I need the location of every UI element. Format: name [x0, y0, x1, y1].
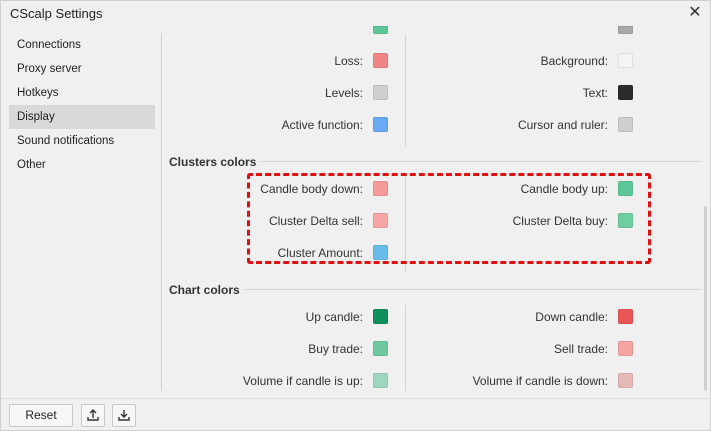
clusters-colors-heading: Clusters colors	[169, 155, 257, 169]
loss-label: Loss:	[334, 54, 363, 68]
close-icon[interactable]: ✕	[688, 4, 702, 21]
volume-if-candle-up-color-swatch[interactable]	[373, 373, 388, 388]
text-color-swatch[interactable]	[618, 85, 633, 100]
clusters-column-divider	[405, 173, 406, 273]
upload-icon	[87, 409, 99, 421]
buy-trade-label: Buy trade:	[308, 342, 363, 356]
background-color-swatch[interactable]	[618, 53, 633, 68]
cluster-delta-sell-color-swatch[interactable]	[373, 213, 388, 228]
cluster-amount-color-swatch[interactable]	[373, 245, 388, 260]
sidebar-item-display[interactable]: Display	[9, 105, 155, 129]
candle-body-down-color-swatch[interactable]	[373, 181, 388, 196]
cluster-amount-label: Cluster Amount:	[277, 246, 363, 260]
candle-body-up-color-swatch[interactable]	[618, 181, 633, 196]
active-function-color-swatch[interactable]	[373, 117, 388, 132]
volume-if-candle-up-label: Volume if candle is up:	[242, 374, 363, 388]
window-title: CScalp Settings	[10, 6, 103, 21]
candle-body-up-label: Candle body up:	[520, 182, 608, 196]
levels-label: Levels:	[324, 86, 363, 100]
sidebar-item-proxy-server[interactable]: Proxy server	[17, 63, 82, 75]
text-label: Text:	[582, 86, 608, 100]
content-scrollbar[interactable]	[704, 206, 707, 391]
candle-body-down-label: Candle body down:	[260, 182, 363, 196]
background-label: Background:	[540, 54, 608, 68]
sell-trade-label: Sell trade:	[553, 342, 608, 356]
sidebar-item-other[interactable]: Other	[17, 159, 46, 171]
download-icon	[118, 410, 130, 421]
sell-trade-color-swatch[interactable]	[618, 341, 633, 356]
levels-color-swatch[interactable]	[373, 85, 388, 100]
sidebar-item-hotkeys[interactable]: Hotkeys	[17, 87, 59, 99]
reset-button[interactable]: Reset	[9, 404, 73, 427]
cluster-delta-buy-label: Cluster Delta buy:	[512, 214, 608, 228]
import-settings-button[interactable]	[112, 404, 136, 427]
loss-color-swatch[interactable]	[373, 53, 388, 68]
export-settings-button[interactable]	[81, 404, 105, 427]
chart-heading-rule	[244, 289, 701, 290]
cursor-and-ruler-label: Cursor and ruler:	[517, 118, 608, 132]
sidebar-item-connections[interactable]: Connections	[17, 39, 81, 51]
highlight-dashed-outline	[247, 173, 651, 264]
chart-colors-heading: Chart colors	[169, 283, 240, 297]
up-candle-label: Up candle:	[305, 310, 363, 324]
active-function-label: Active function:	[281, 118, 363, 132]
down-candle-label: Down candle:	[535, 310, 608, 324]
sidebar-divider	[161, 33, 162, 391]
cluster-delta-sell-label: Cluster Delta sell:	[268, 214, 363, 228]
settings-sidebar: Connections Proxy server Hotkeys Display…	[9, 33, 155, 177]
cursor-and-ruler-color-swatch[interactable]	[618, 117, 633, 132]
sidebar-item-sound-notifications[interactable]: Sound notifications	[17, 135, 115, 147]
partial-swatch-left[interactable]	[373, 26, 388, 34]
top-column-divider	[405, 34, 406, 146]
cluster-delta-buy-color-swatch[interactable]	[618, 213, 633, 228]
up-candle-color-swatch[interactable]	[373, 309, 388, 324]
volume-if-candle-down-color-swatch[interactable]	[618, 373, 633, 388]
chart-column-divider	[405, 305, 406, 391]
footer-bar: Reset	[1, 398, 710, 430]
down-candle-color-swatch[interactable]	[618, 309, 633, 324]
buy-trade-color-swatch[interactable]	[373, 341, 388, 356]
partial-swatch-right[interactable]	[618, 26, 633, 34]
title-bar: CScalp Settings ✕	[1, 1, 710, 26]
clusters-heading-rule	[260, 161, 701, 162]
volume-if-candle-down-label: Volume if candle is down:	[472, 374, 608, 388]
